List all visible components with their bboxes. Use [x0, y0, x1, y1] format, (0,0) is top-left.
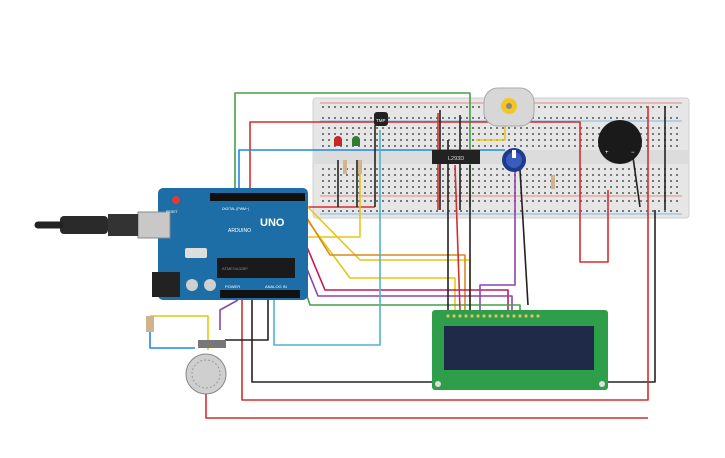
wire-black-gas [225, 298, 269, 341]
board-power-label: POWER [225, 284, 240, 289]
wire-black-buzzer [631, 149, 641, 208]
gas-sensor [185, 340, 227, 395]
wire-blue [238, 149, 505, 195]
dc-motor [483, 87, 535, 127]
resistor-buzzer [551, 175, 555, 189]
lcd-pins [446, 314, 540, 318]
resistor-gas [146, 316, 154, 332]
resistor-led-1 [343, 160, 347, 174]
wire-purple-gas [219, 299, 239, 330]
piezo-buzzer: + − [598, 120, 642, 164]
usb-cable [34, 214, 138, 236]
breadboard-holes [322, 106, 678, 212]
board-analog-label: ANALOG IN [265, 284, 287, 289]
ic-label: L293D [448, 156, 464, 162]
board-chip-label: ATMEGA328P [222, 266, 248, 271]
wire-yellow-gas [150, 315, 209, 350]
tmp-label: TMP [376, 118, 386, 123]
wire-blue-gas [149, 320, 195, 349]
wire-purple-2 [479, 170, 516, 310]
wire-red-bottom [241, 210, 649, 401]
board-reset-label: RESET [166, 210, 179, 214]
wire-red-rail [249, 121, 609, 263]
reset-button[interactable] [172, 196, 180, 204]
potentiometer[interactable] [502, 148, 526, 172]
wire-yellow-top [476, 125, 506, 141]
wire-black-pot [519, 169, 529, 306]
board-sub-brand: ARDUINO [228, 228, 251, 234]
svg-text:+: + [605, 150, 609, 156]
board-brand: UNO [260, 217, 285, 229]
temperature-sensor: TMP [374, 112, 388, 126]
wire-orange [293, 196, 466, 310]
wire-cyan [273, 130, 381, 346]
wire-red-gas [205, 393, 648, 419]
led-green [352, 136, 360, 146]
svg-text:−: − [631, 150, 635, 156]
board-digital-label: DIGITAL (PWM~) [222, 207, 249, 211]
arduino-board: UNO ARDUINO DIGITAL (PWM~) POWER ANALOG … [137, 188, 308, 300]
resistor-led-2 [358, 160, 362, 174]
lcd-display [432, 310, 608, 390]
led-red [334, 136, 342, 146]
wire-red-lcd [454, 164, 461, 311]
motor-driver-ic: L293D [432, 150, 480, 164]
